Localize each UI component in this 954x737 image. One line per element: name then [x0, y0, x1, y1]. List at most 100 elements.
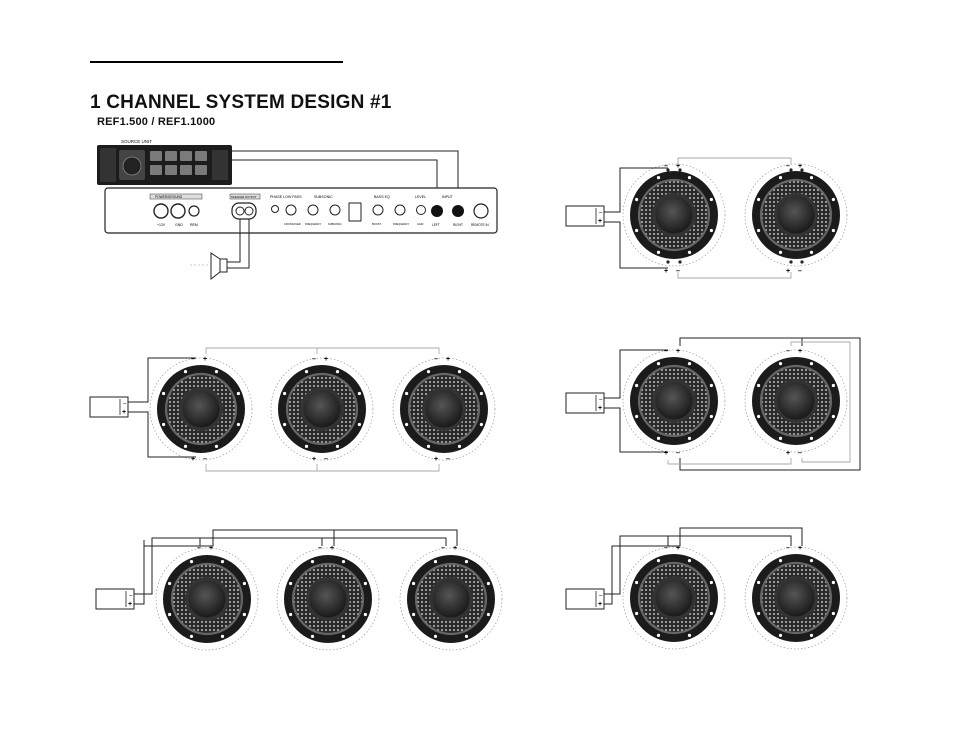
power-label-gnd: GND	[175, 223, 183, 227]
subwoofer-icon	[622, 163, 726, 267]
subwoofer-icon	[276, 547, 380, 651]
subwoofer-icon	[149, 357, 253, 461]
terminal-dot	[666, 260, 670, 264]
terminal-neg-sign: –	[599, 593, 603, 599]
terminal-dot	[789, 260, 793, 264]
speaker-wire	[677, 272, 792, 279]
terminal-dot	[678, 168, 682, 172]
level-label: LEVEL	[415, 195, 426, 199]
bass-eq-label: BASS EQ	[374, 195, 390, 199]
terminal-sign: –	[676, 450, 680, 457]
subwoofer-icon	[622, 546, 726, 650]
speaker-wire	[604, 527, 803, 605]
terminal-sign: –	[324, 456, 328, 463]
terminal-sign: –	[798, 450, 802, 457]
terminal-sign: –	[786, 545, 790, 552]
speaker-wire	[134, 537, 201, 595]
subwoofer-icon	[622, 349, 726, 453]
terminal-sign: +	[676, 163, 680, 170]
subwoofer-icon	[744, 349, 848, 453]
terminal-sign: +	[676, 545, 680, 552]
terminal-sign: +	[786, 268, 790, 275]
amp-output-terminal: –+	[565, 205, 605, 227]
terminal-sign: –	[676, 268, 680, 275]
terminal-neg-sign: –	[129, 593, 133, 599]
speaker-wire	[790, 341, 851, 463]
subwoofer-icon	[392, 357, 496, 461]
terminal-sign: +	[453, 545, 457, 552]
speaker-wire	[604, 407, 668, 453]
terminal-sign: –	[798, 268, 802, 275]
speaker-wire	[604, 167, 668, 213]
speaker-wire	[128, 411, 196, 458]
terminal-pos-sign: +	[598, 405, 602, 412]
terminal-sign: –	[664, 545, 668, 552]
speaker-wire	[668, 535, 792, 546]
amp-output-terminal: –+	[565, 588, 605, 610]
terminal-sign: +	[786, 450, 790, 457]
terminal-sign: –	[312, 356, 316, 363]
power-group-label: POWER/GROUND	[155, 195, 183, 199]
terminal-sign: –	[203, 456, 207, 463]
terminal-neg-sign: –	[599, 210, 603, 216]
terminal-sign: –	[441, 545, 445, 552]
terminal-dot	[678, 260, 682, 264]
terminal-sign: +	[446, 356, 450, 363]
amplifier-panel: POWER/GROUND +12V GND REM SPEAKER OUTPUT…	[104, 187, 498, 234]
terminal-dot	[800, 168, 804, 172]
subwoofer-icon	[744, 163, 848, 267]
terminal-sign: –	[191, 356, 195, 363]
head-unit: SOURCE UNIT	[97, 139, 232, 185]
knob-label-frequency: FREQUENCY	[305, 222, 322, 226]
title-rule	[90, 61, 343, 63]
terminal-sign: –	[434, 356, 438, 363]
speaker-wire	[604, 349, 668, 399]
input-jack-left: LEFT	[432, 223, 440, 227]
remote-in-label: REMOTE IN	[471, 223, 489, 227]
terminal-sign: +	[676, 348, 680, 355]
terminal-sign: +	[664, 450, 668, 457]
power-label-12v: +12V	[157, 223, 166, 227]
terminal-neg-sign: –	[599, 397, 603, 403]
terminal-sign: +	[798, 163, 802, 170]
terminal-sign: –	[664, 348, 668, 355]
terminal-sign: +	[330, 545, 334, 552]
amp-output-terminal: –+	[89, 396, 129, 418]
speaker-wire	[205, 347, 440, 354]
terminal-sign: +	[324, 356, 328, 363]
amp-output-terminal: –+	[95, 588, 135, 610]
knob-label-crossover: CROSSOVER	[284, 222, 301, 226]
speaker-wire	[679, 337, 861, 471]
amp-output-terminal: –+	[565, 392, 605, 414]
subwoofer-icon	[155, 547, 259, 651]
speaker-wire	[200, 537, 447, 546]
terminal-sign: –	[786, 348, 790, 355]
speaker-wire	[677, 157, 792, 164]
terminal-dot	[666, 168, 670, 172]
page-title: 1 CHANNEL SYSTEM DESIGN #1	[90, 92, 392, 113]
terminal-dot	[789, 168, 793, 172]
terminal-sign: +	[209, 545, 213, 552]
subsonic-label: SUBSONIC	[314, 195, 333, 199]
speaker-wire	[667, 458, 792, 465]
terminal-sign: +	[203, 356, 207, 363]
terminal-sign: –	[664, 163, 668, 170]
terminal-neg-sign: –	[123, 401, 127, 407]
terminal-sign: –	[446, 456, 450, 463]
page-subtitle: REF1.500 / REF1.1000	[97, 116, 216, 128]
speaker-symbol-icon	[190, 219, 250, 281]
knob-label-boost: BOOST	[372, 222, 381, 226]
subwoofer-icon	[744, 546, 848, 650]
subwoofer-icon	[399, 547, 503, 651]
input-label: INPUT	[442, 195, 454, 199]
speaker-wire	[604, 535, 669, 595]
terminal-sign: –	[197, 545, 201, 552]
terminal-pos-sign: +	[598, 601, 602, 608]
speaker-group-label: SPEAKER OUTPUT	[231, 195, 257, 199]
knob-label-bass-frequency: FREQUENCY	[393, 222, 410, 226]
terminal-sign: +	[191, 456, 195, 463]
terminal-sign: +	[798, 348, 802, 355]
terminal-pos-sign: +	[128, 601, 132, 608]
terminal-sign: +	[434, 456, 438, 463]
